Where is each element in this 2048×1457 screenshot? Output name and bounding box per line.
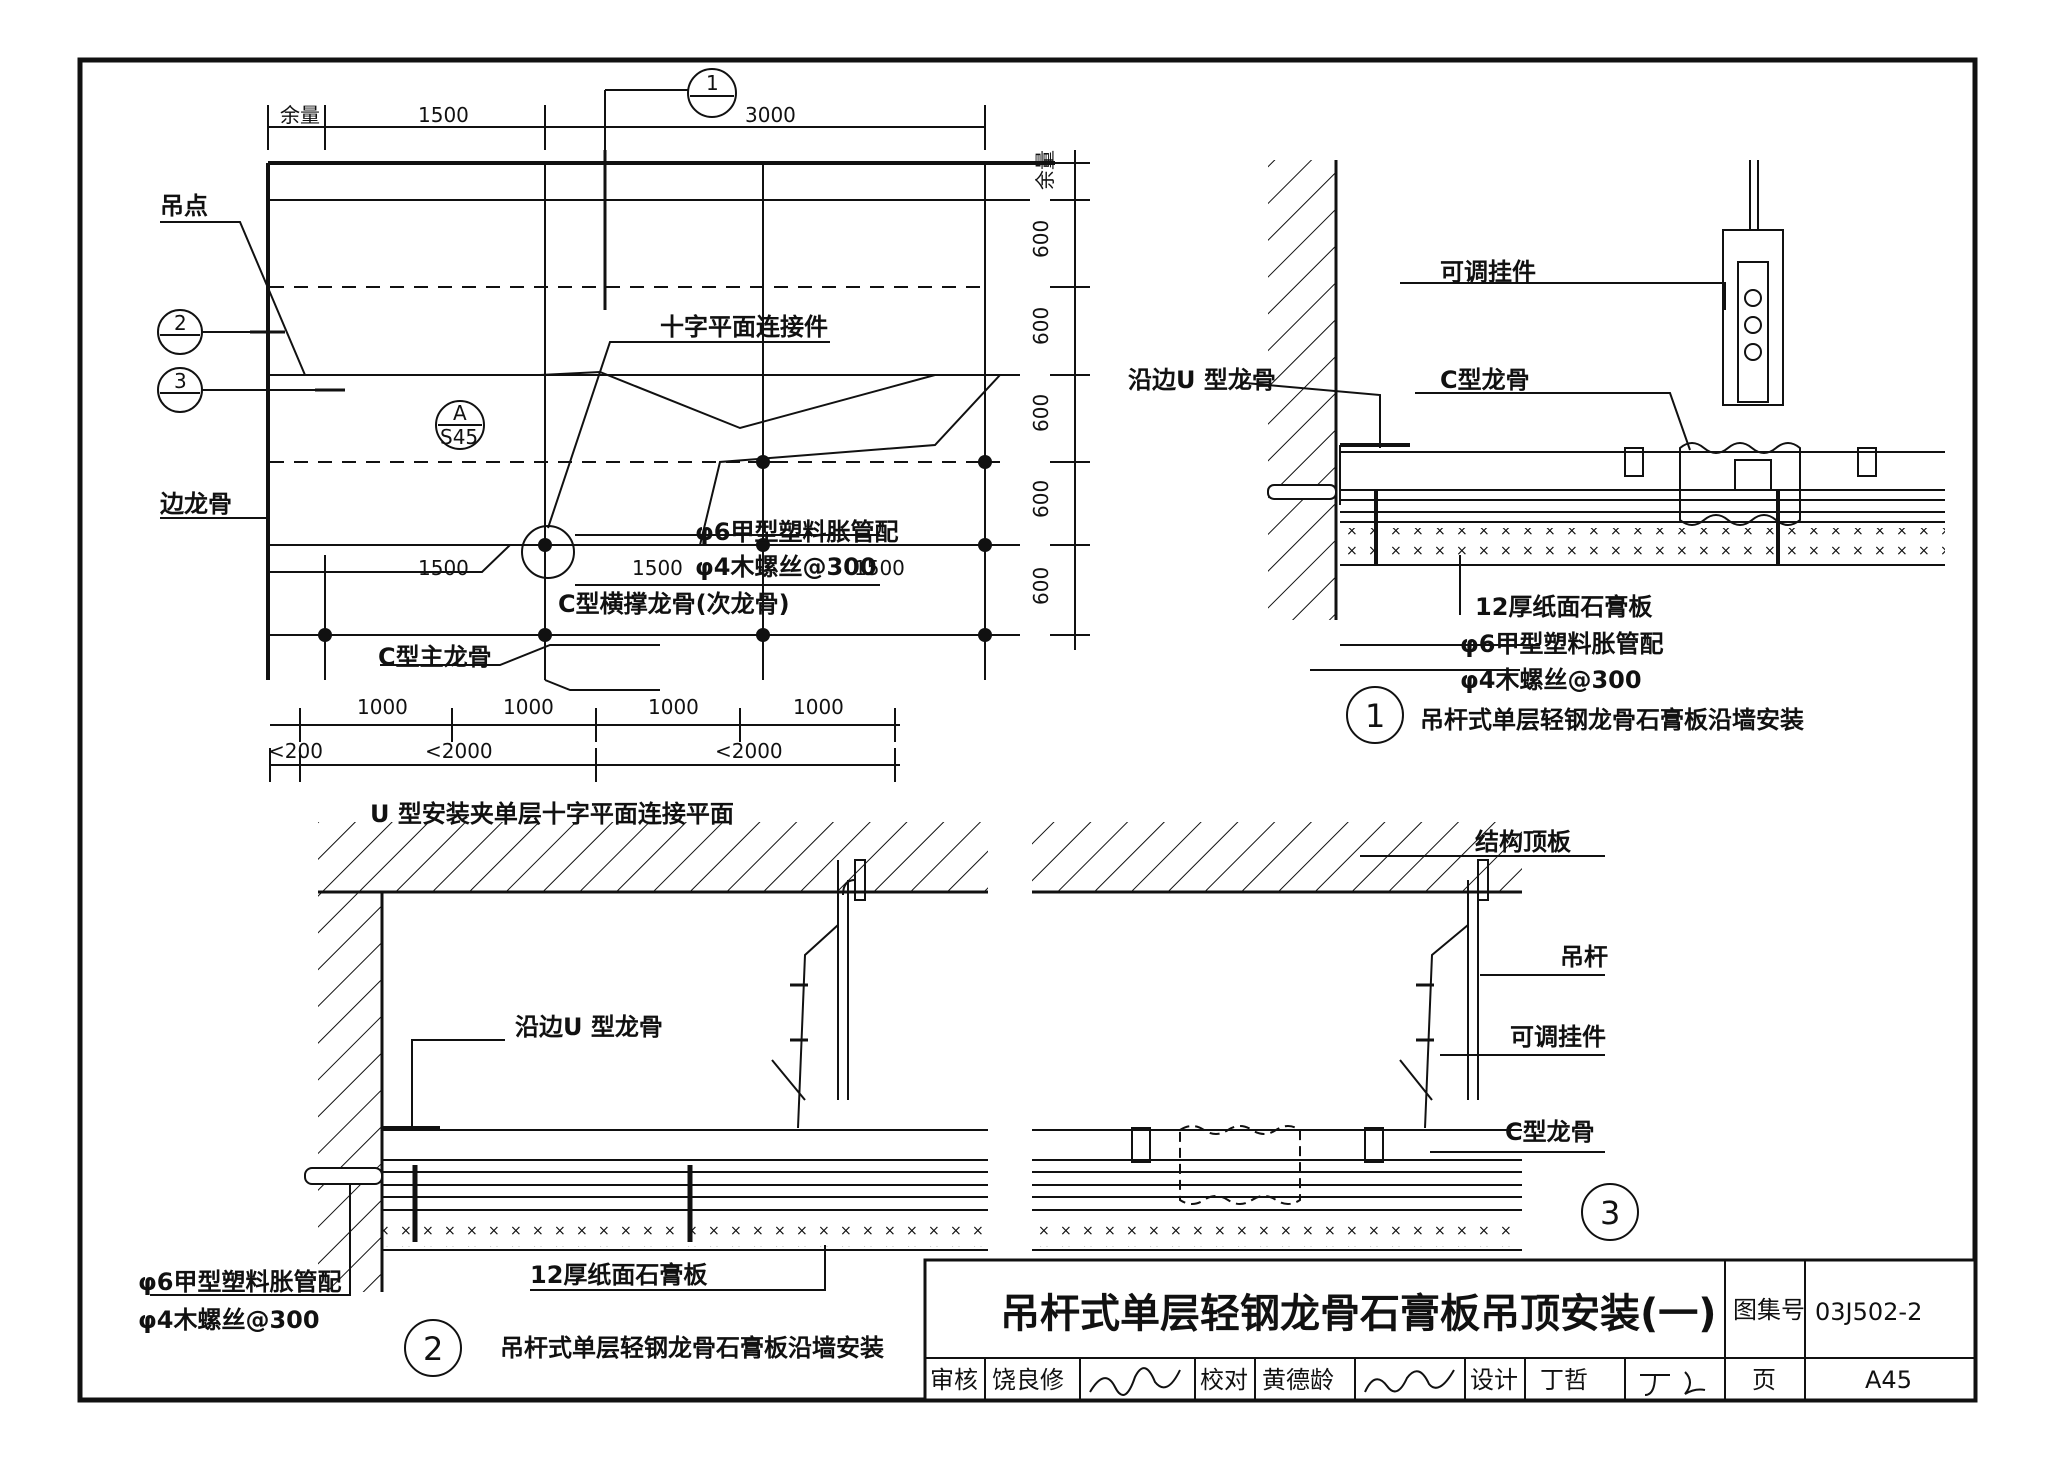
label-detail1-edge-u: 沿边U 型龙骨 <box>1128 366 1276 394</box>
dim-bottom-1000-3: 1000 <box>648 695 699 719</box>
callout-2-number: 2 <box>174 311 187 335</box>
dim-bottom-200: <200 <box>268 739 323 763</box>
callout-3-circle <box>157 367 203 413</box>
label-detail1-c-keel: C型龙骨 <box>1440 366 1530 394</box>
label-detail1-adjustable-hanger: 可调挂件 <box>1440 258 1536 286</box>
label-c-cross-keel: C型横撑龙骨(次龙骨) <box>558 590 790 618</box>
label-detail2-screw: φ4木螺丝@300 <box>138 1306 320 1334</box>
dim-inner-1500-mid: 1500 <box>632 556 683 580</box>
detail3-number-circle <box>1581 1183 1639 1241</box>
detail-3: 结构顶板 吊杆 可调挂件 C型龙骨 3 <box>1032 822 1639 1251</box>
review-name: 饶良修 <box>992 1366 1064 1394</box>
design-name: 丁哲 <box>1540 1366 1588 1394</box>
design-label: 设计 <box>1470 1366 1518 1394</box>
label-detail2-edge-u: 沿边U 型龙骨 <box>515 1013 663 1041</box>
label-detail2-anchor: φ6甲型塑料胀管配 <box>138 1268 341 1296</box>
title-block: 吊杆式单层轻钢龙骨石膏板吊顶安装(一) 图集号 03J502-2 审核 饶良修 … <box>923 1258 1977 1402</box>
label-detail1-gypsum: 12厚纸面石膏板 <box>1475 593 1653 621</box>
plan-view: 余量 1500 3000 余量 600 600 600 600 600 1500… <box>157 68 1090 828</box>
callout-3-number: 3 <box>174 369 187 393</box>
label-detail3-adjustable-hanger: 可调挂件 <box>1510 1023 1606 1051</box>
callout-1-circle <box>687 68 737 118</box>
label-detail1-anchor: φ6甲型塑料胀管配 <box>1460 630 1663 658</box>
dim-inner-1500-right: 1500 <box>854 556 905 580</box>
label-detail1-screw: φ4木螺丝@300 <box>1460 666 1642 694</box>
dim-right-600-1: 600 <box>1029 220 1053 258</box>
dim-top-3000: 3000 <box>745 103 796 127</box>
dim-bottom-1000-1: 1000 <box>357 695 408 719</box>
dim-bottom-1000-2: 1000 <box>503 695 554 719</box>
detail3-number: 3 <box>1600 1194 1620 1232</box>
detail-1: 可调挂件 沿边U 型龙骨 C型龙骨 12厚纸面石膏板 φ6甲型塑料胀管配 φ4木… <box>1128 160 1945 744</box>
dim-bottom-2000-1: <2000 <box>425 739 493 763</box>
label-detail3-slab: 结构顶板 <box>1475 828 1572 856</box>
atlas-number: 03J502-2 <box>1815 1298 1922 1326</box>
detail2-number: 2 <box>423 1330 443 1368</box>
label-plan-screw: φ4木螺丝@300 <box>695 553 877 581</box>
label-plan-anchor: φ6甲型塑料胀管配 <box>695 518 898 546</box>
connector-detail-circle <box>521 525 575 579</box>
review-signature <box>1089 1367 1181 1396</box>
detail2-title: 吊杆式单层轻钢龙骨石膏板沿墙安装 <box>500 1334 884 1362</box>
dim-right-600-4: 600 <box>1029 480 1053 518</box>
detail1-number: 1 <box>1365 697 1385 735</box>
detail1-title: 吊杆式单层轻钢龙骨石膏板沿墙安装 <box>1420 706 1804 734</box>
label-detail3-rod: 吊杆 <box>1560 943 1608 971</box>
label-detail2-gypsum: 12厚纸面石膏板 <box>530 1261 708 1289</box>
label-cross-connector: 十字平面连接件 <box>660 313 828 341</box>
label-hanging-point: 吊点 <box>160 192 208 220</box>
section-a-letter: A <box>453 401 467 425</box>
drawing-title: 吊杆式单层轻钢龙骨石膏板吊顶安装(一) <box>1000 1291 1717 1337</box>
dim-right-margin: 余量 <box>1033 150 1057 190</box>
dim-right-600-5: 600 <box>1029 567 1053 605</box>
section-a-page: S45 <box>440 425 478 449</box>
check-name: 黄德龄 <box>1262 1366 1334 1394</box>
callout-1-number: 1 <box>706 71 719 95</box>
detail2-number-circle <box>404 1319 462 1377</box>
dim-right-600-2: 600 <box>1029 307 1053 345</box>
review-label: 审核 <box>930 1366 978 1394</box>
dim-bottom-1000-4: 1000 <box>793 695 844 719</box>
check-signature <box>1364 1369 1455 1393</box>
dim-right-600-3: 600 <box>1029 394 1053 432</box>
atlas-label: 图集号 <box>1733 1296 1805 1324</box>
label-c-main-keel: C型主龙骨 <box>378 643 492 671</box>
dim-bottom-2000-2: <2000 <box>715 739 783 763</box>
detail-2: 沿边U 型龙骨 12厚纸面石膏板 φ6甲型塑料胀管配 φ4木螺丝@300 2 吊… <box>138 822 988 1377</box>
dim-top-1500: 1500 <box>418 103 469 127</box>
callout-2-circle <box>157 309 203 355</box>
label-edge-keel: 边龙骨 <box>160 490 232 518</box>
dim-top-margin: 余量 <box>280 103 320 127</box>
label-detail3-c-keel: C型龙骨 <box>1505 1118 1595 1146</box>
check-label: 校对 <box>1200 1366 1248 1394</box>
dim-inner-1500-left: 1500 <box>418 556 469 580</box>
page-number: A45 <box>1865 1366 1912 1394</box>
design-signature <box>1640 1371 1706 1396</box>
page-label: 页 <box>1752 1366 1776 1394</box>
detail1-number-circle <box>1346 686 1404 744</box>
